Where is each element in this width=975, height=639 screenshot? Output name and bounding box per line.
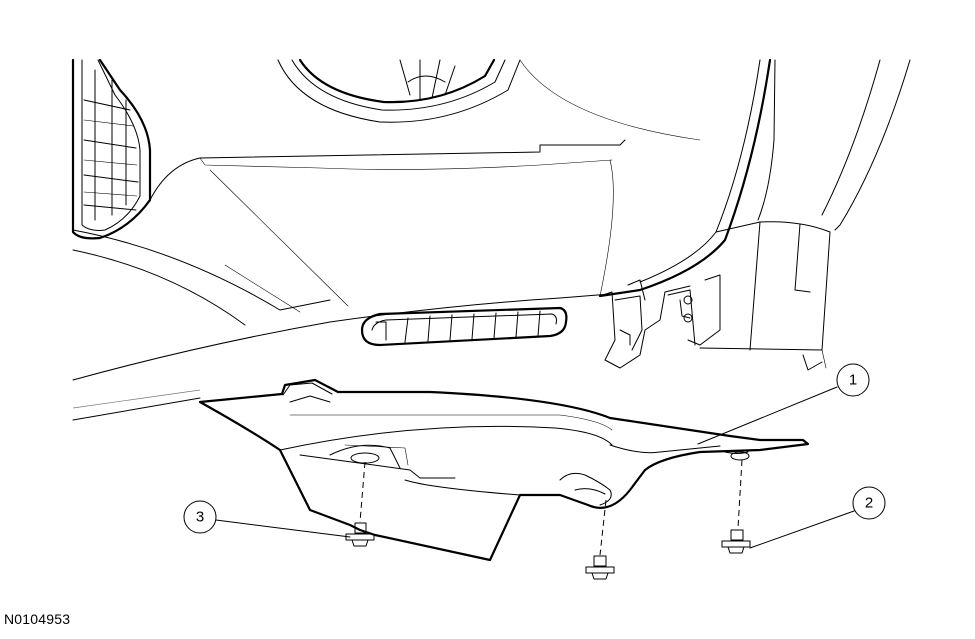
fastener-center [585,499,615,580]
left-vent-structure [71,58,152,240]
fastener-left [345,461,375,547]
callout-3-label: 3 [196,509,204,526]
callout-1: 1 [697,363,870,445]
callout-2: 2 [749,486,886,549]
right-fender [598,58,911,371]
fastener-right [721,459,751,554]
figure-id: N0104953 [4,611,71,627]
body-panel-lines [72,139,626,421]
bracket-assembly [599,279,696,369]
vent-grille [360,306,568,347]
callout-3: 3 [183,500,351,538]
callout-2-label: 2 [865,495,873,512]
splash-shield [198,378,810,562]
wheel-fragment [277,58,701,141]
callout-1-label: 1 [849,372,857,389]
